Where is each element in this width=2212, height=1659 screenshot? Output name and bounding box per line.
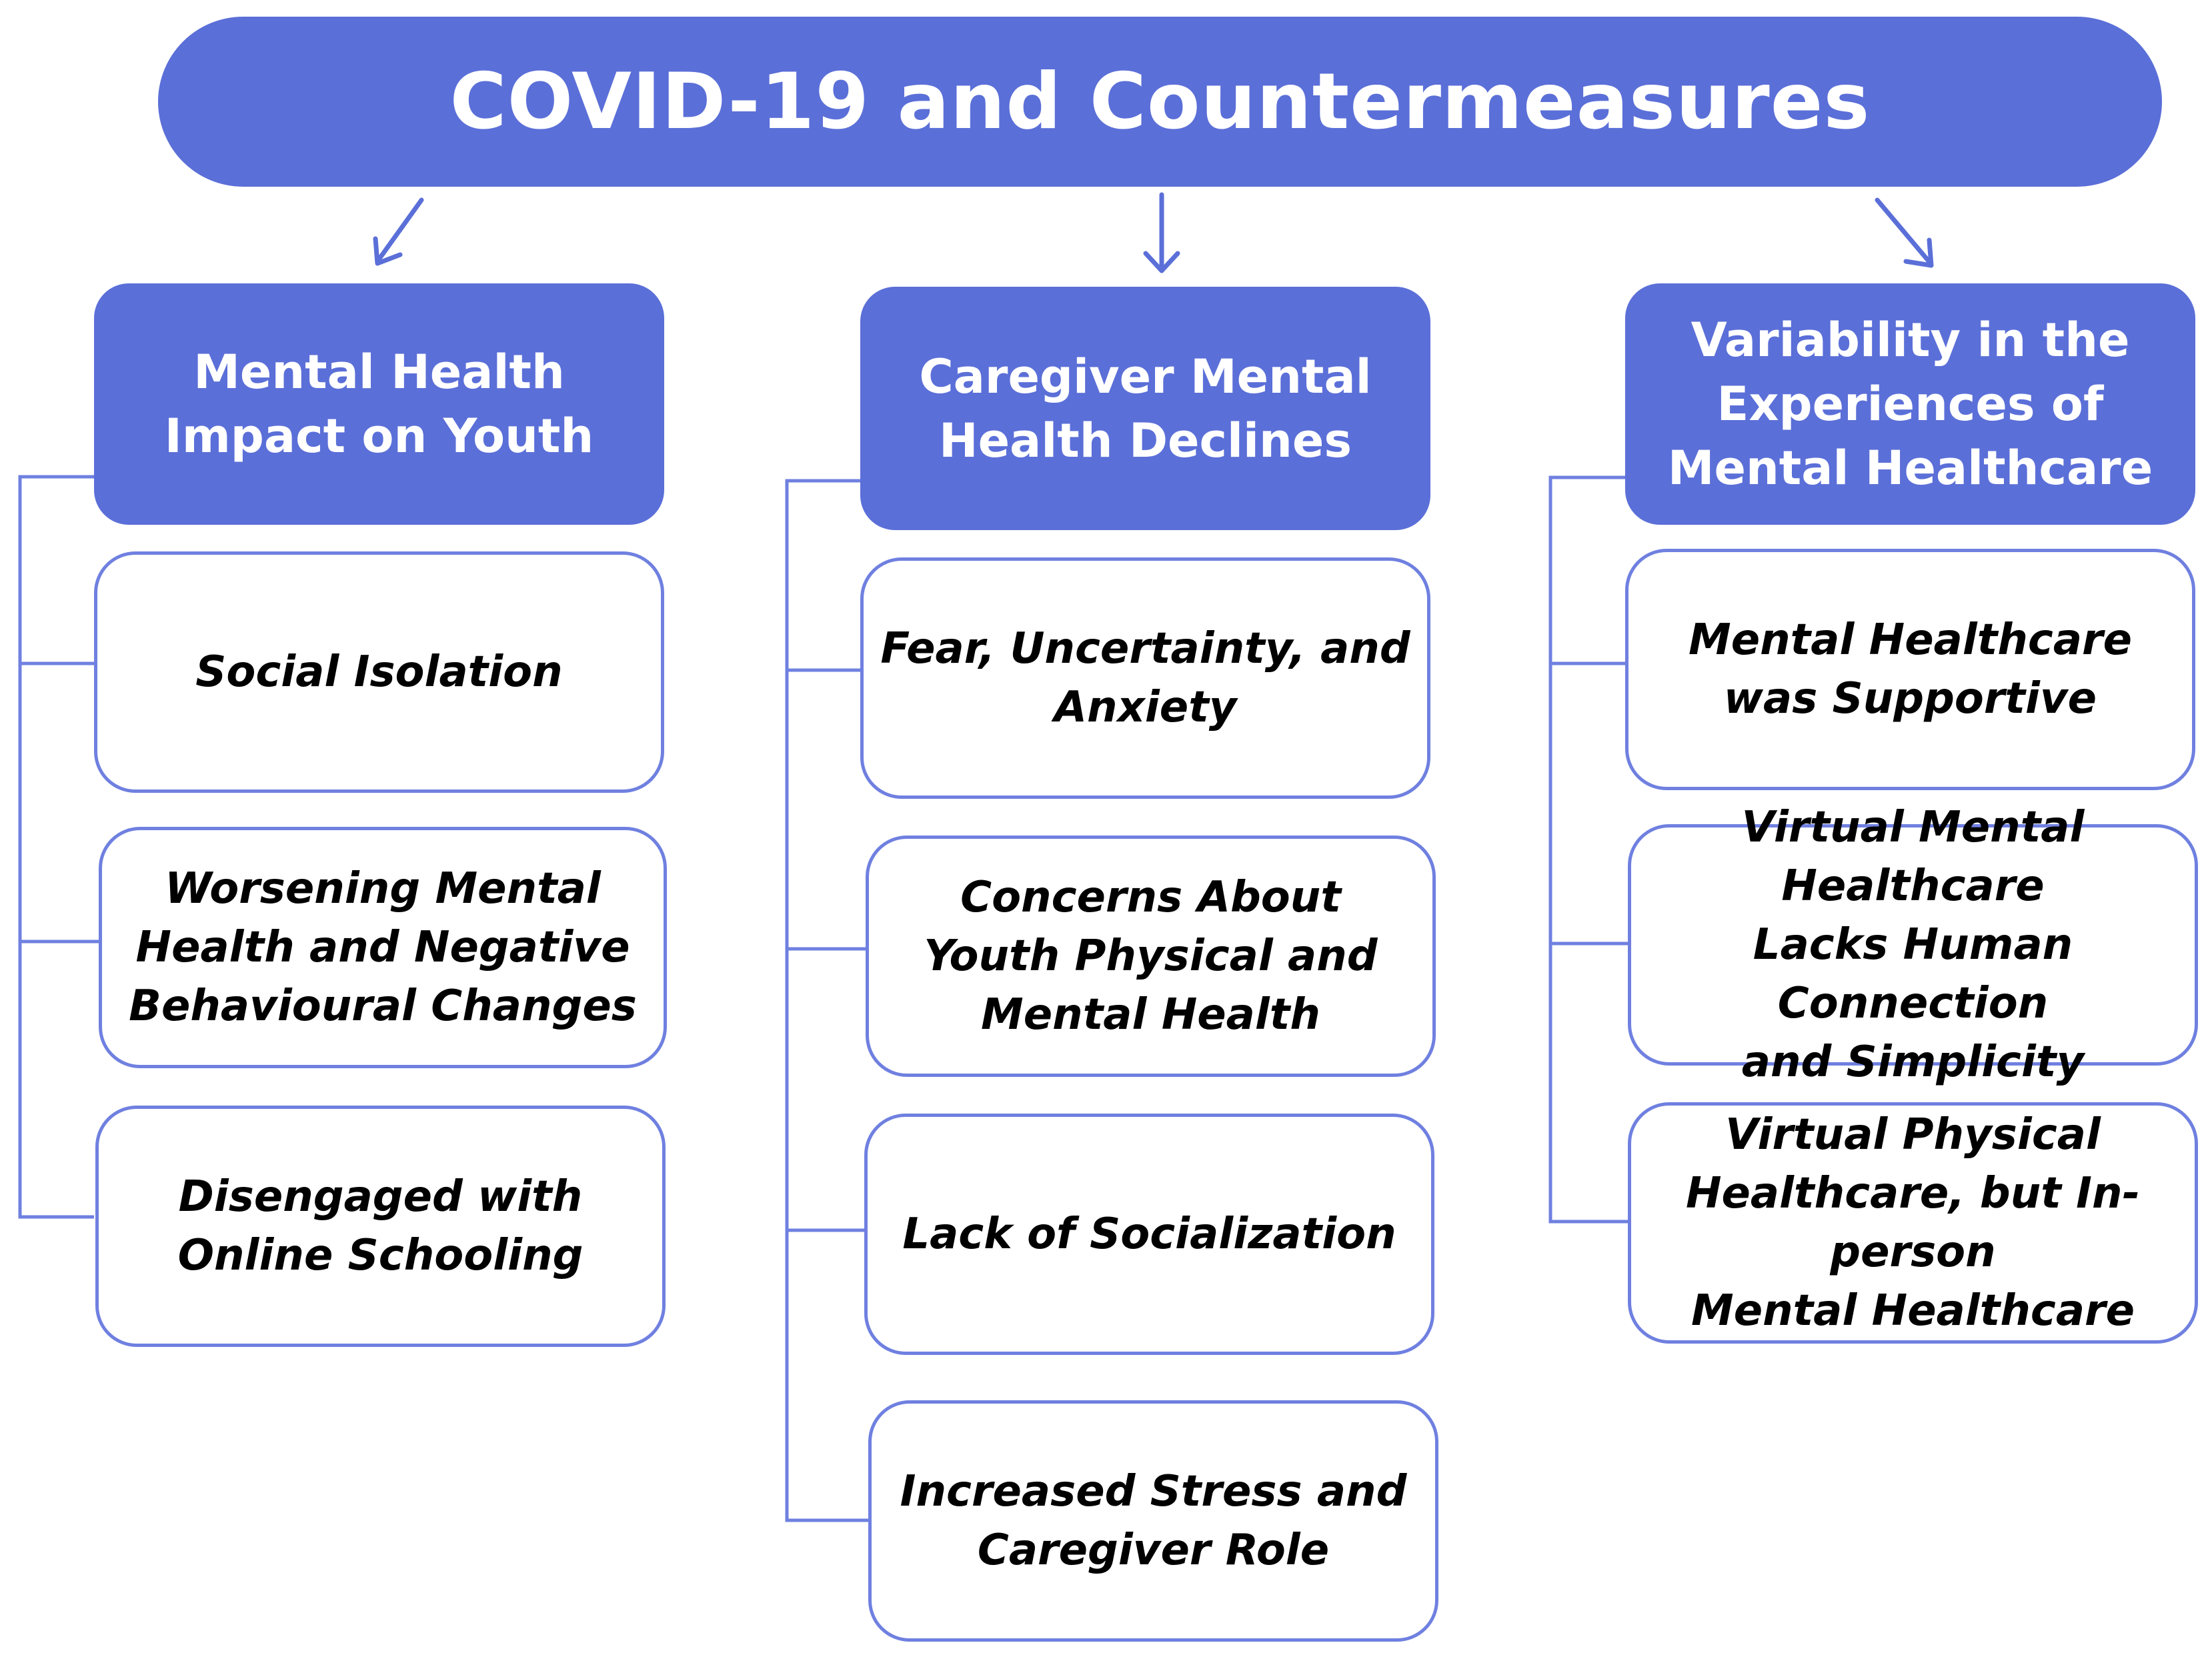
bracket-column-1 (18, 475, 99, 1219)
column-1-header: Mental Health Impact on Youth (94, 283, 664, 525)
theme-fear-uncertainty-anxiety: Fear, Uncertainty, and Anxiety (860, 557, 1430, 799)
theme-lack-of-socialization: Lack of Socialization (864, 1114, 1434, 1355)
theme-mental-healthcare-supportive: Mental Healthcare was Supportive (1625, 549, 2195, 790)
theme-social-isolation: Social Isolation (94, 551, 664, 793)
theme-increased-stress-caregiver-role: Increased Stress and Caregiver Role (868, 1400, 1438, 1642)
column-3-header: Variability in the Experiences of Mental… (1625, 283, 2195, 525)
bracket-column-2 (785, 479, 868, 1522)
column-2-header: Caregiver Mental Health Declines (860, 287, 1430, 530)
theme-disengaged-online-schooling: Disengaged with Online Schooling (95, 1106, 666, 1347)
theme-concerns-youth-health: Concerns About Youth Physical and Mental… (866, 836, 1436, 1077)
title-banner: COVID-19 and Countermeasures (158, 17, 2162, 187)
theme-worsening-mental-health: Worsening Mental Health and Negative Beh… (99, 827, 667, 1068)
theme-virtual-physical-inperson-mental: Virtual Physical Healthcare, but In-pers… (1628, 1102, 2198, 1344)
bracket-column-3 (1548, 475, 1628, 1224)
arrow-to-column-3 (1875, 197, 1934, 268)
title-text: COVID-19 and Countermeasures (449, 57, 1871, 147)
arrow-to-column-2 (1143, 192, 1180, 273)
arrow-to-column-1 (373, 197, 424, 266)
theme-virtual-mental-healthcare-lacks-connection: Virtual Mental Healthcare Lacks Human Co… (1628, 803, 2198, 1087)
